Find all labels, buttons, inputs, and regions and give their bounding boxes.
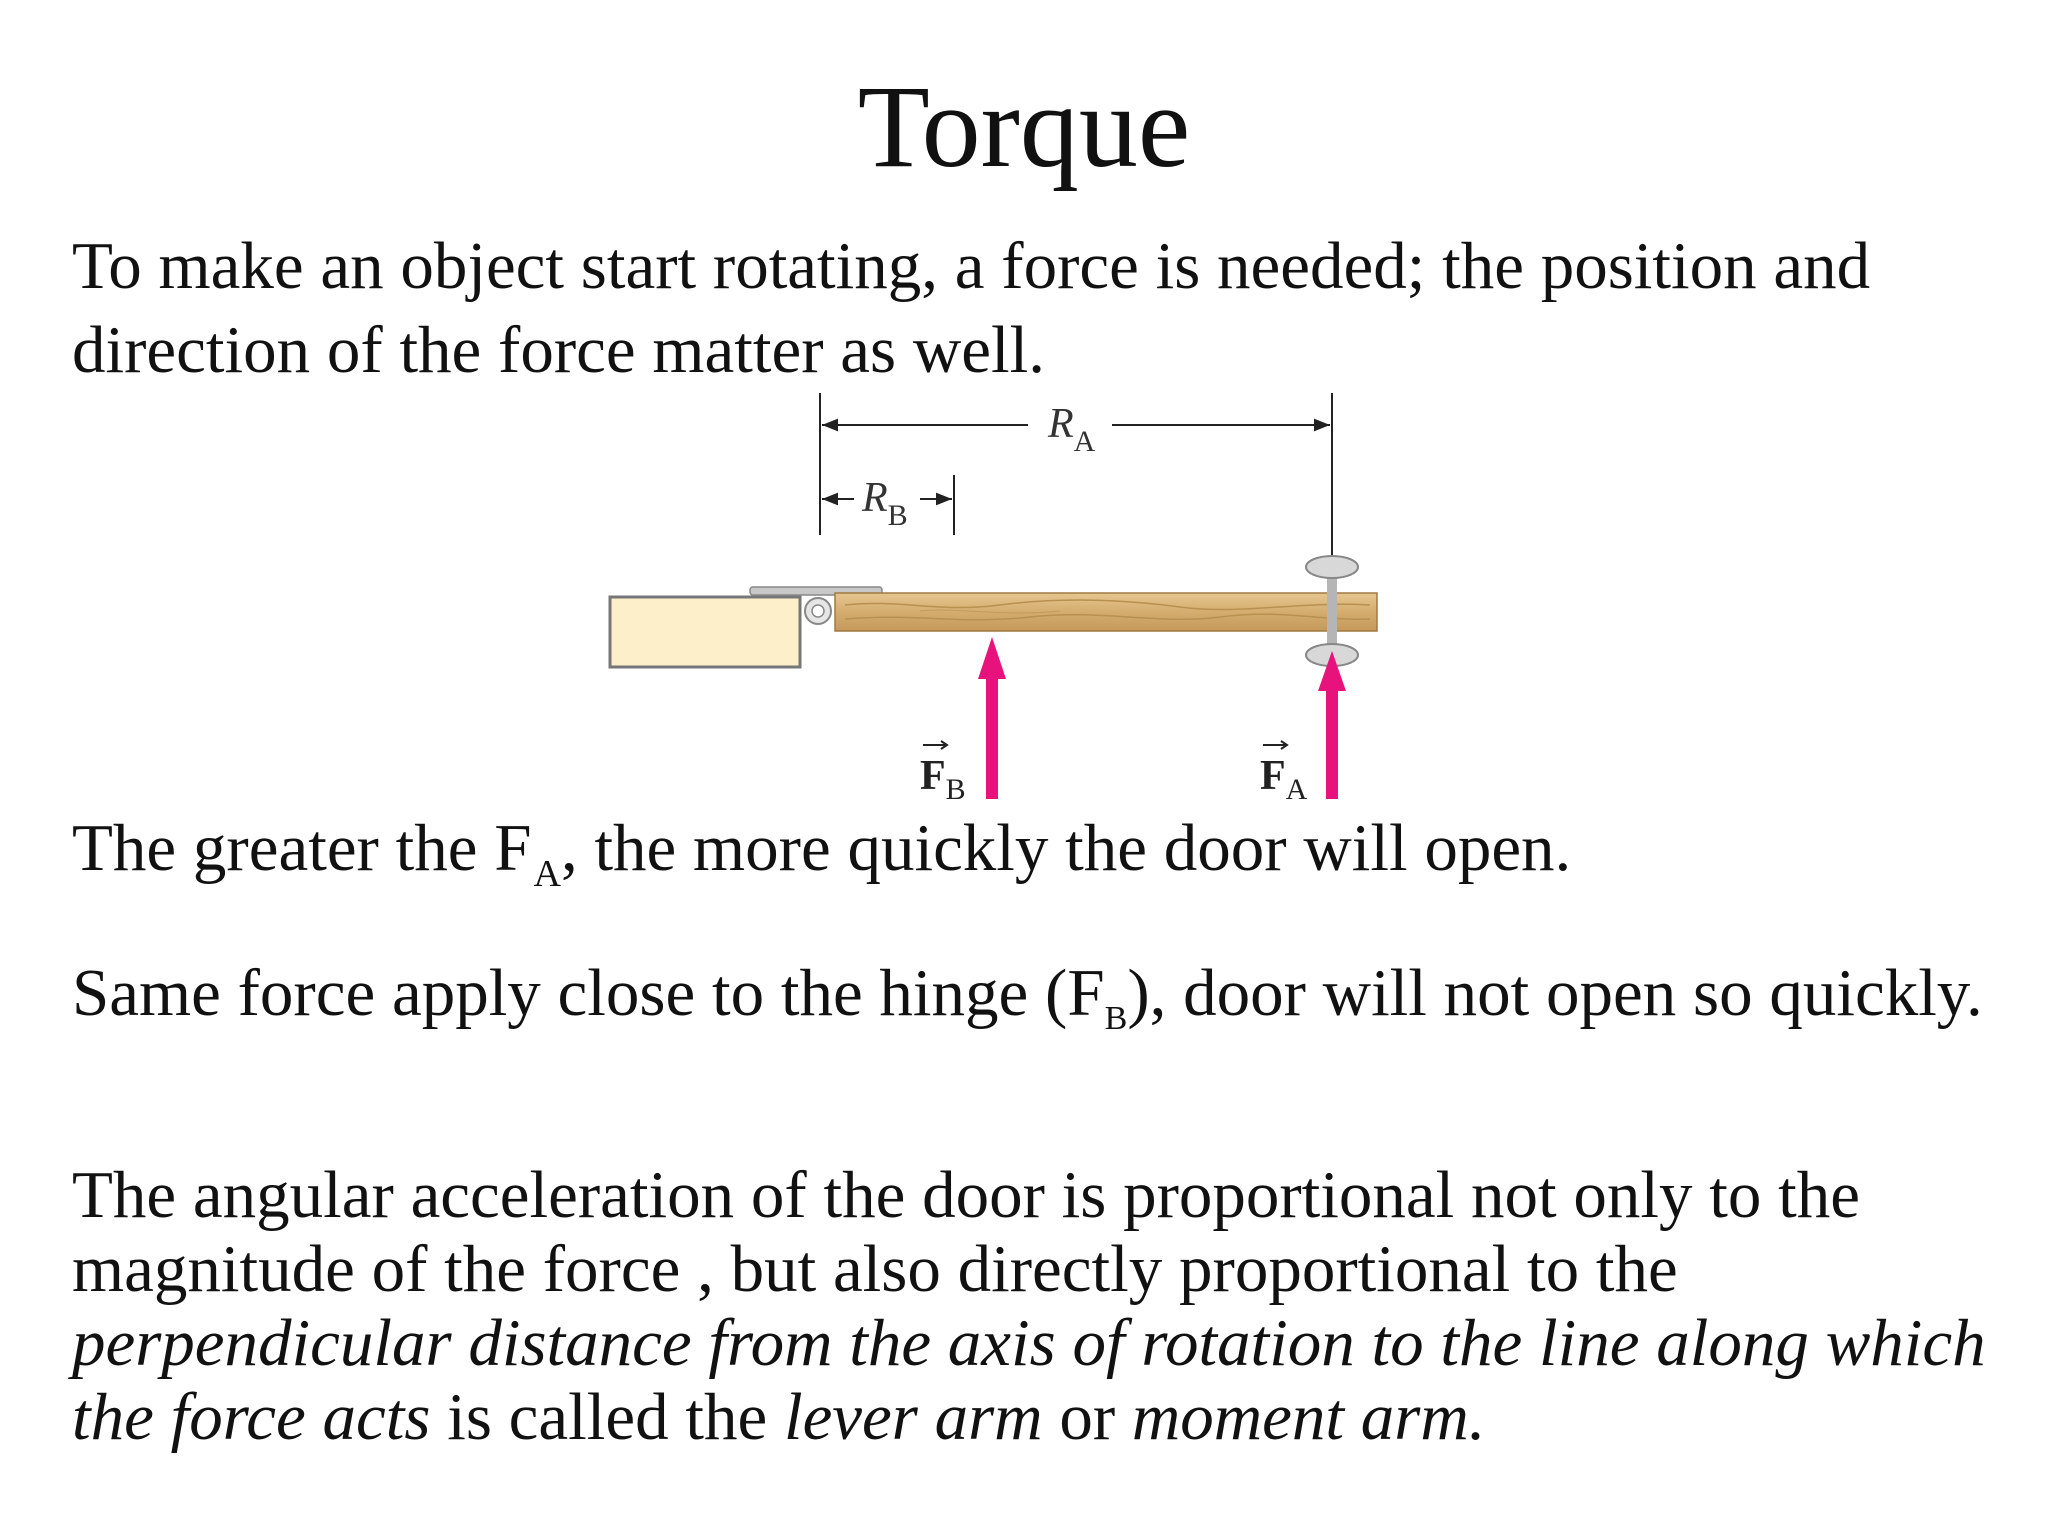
- ra-label: RA: [1047, 401, 1096, 458]
- lever-arm-definition: The angular acceleration of the door is …: [72, 1158, 1986, 1454]
- svg-text:FB: FB: [920, 753, 966, 805]
- fa-statement: The greater the FA, the more quickly the…: [72, 811, 1572, 895]
- door-torque-diagram: RA RB FB FA: [608, 393, 1378, 805]
- rb-label: RB: [861, 475, 908, 532]
- dimension-lines: [819, 393, 1333, 570]
- force-a-arrow: [1318, 651, 1346, 799]
- door-frame: [608, 595, 802, 669]
- slide-title: Torque: [857, 61, 1191, 192]
- fa-label: FA: [1260, 740, 1308, 805]
- fb-label: FB: [920, 740, 966, 805]
- svg-text:FA: FA: [1260, 753, 1308, 805]
- force-b-arrow: [978, 637, 1006, 799]
- fb-statement: Same force apply close to the hinge (FB)…: [72, 956, 1983, 1037]
- door: [834, 592, 1378, 632]
- intro-text: To make an object start rotating, a forc…: [72, 229, 1871, 387]
